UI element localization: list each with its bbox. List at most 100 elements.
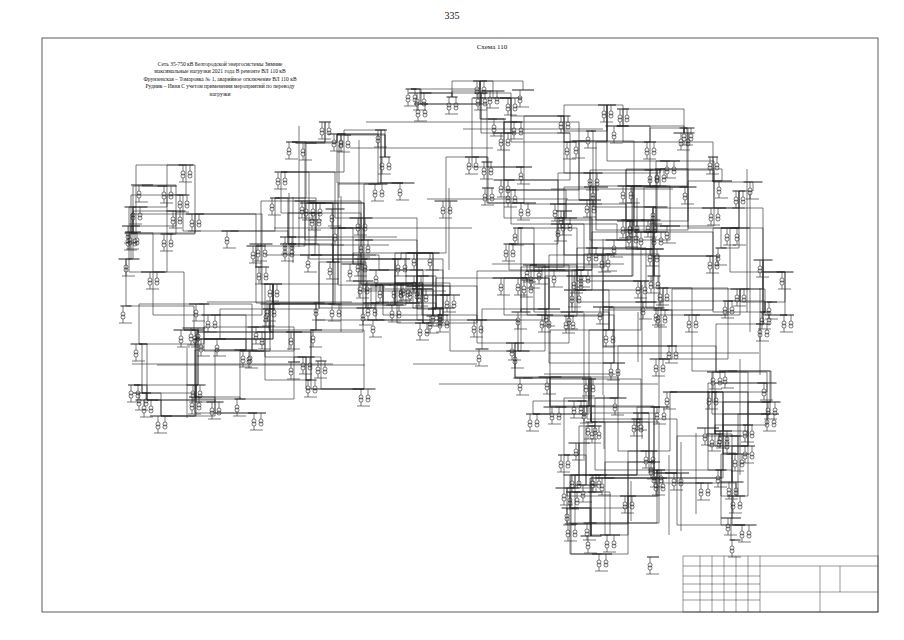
bus-bar bbox=[526, 431, 539, 432]
transformer-winding bbox=[703, 437, 707, 441]
tap-line bbox=[270, 297, 271, 301]
tap-line bbox=[139, 406, 140, 410]
tap-line bbox=[181, 330, 182, 336]
tap-line bbox=[398, 272, 399, 276]
bus-bar bbox=[584, 148, 597, 149]
bus-bar bbox=[439, 218, 452, 219]
tap-line bbox=[365, 218, 366, 224]
transformer-winding bbox=[185, 204, 189, 208]
transformer-winding bbox=[579, 285, 583, 289]
bus-bar bbox=[563, 159, 576, 160]
tap-line bbox=[728, 518, 729, 524]
tap-line bbox=[415, 89, 416, 95]
tap-line bbox=[646, 464, 647, 468]
transformer-winding bbox=[758, 269, 762, 273]
tap-line bbox=[613, 330, 614, 336]
tap-line bbox=[606, 330, 607, 336]
tap-line bbox=[375, 197, 376, 201]
transformer-winding bbox=[492, 128, 496, 132]
tap-line bbox=[733, 509, 734, 513]
transformer-winding bbox=[254, 336, 258, 340]
bus-bar bbox=[299, 160, 312, 161]
tap-line bbox=[718, 483, 719, 487]
tap-line bbox=[183, 165, 184, 171]
bus-bar bbox=[647, 293, 660, 294]
tap-line bbox=[292, 237, 293, 243]
bus-bar bbox=[715, 198, 728, 199]
bus-bar bbox=[647, 557, 659, 558]
tap-line bbox=[330, 262, 331, 268]
tap-line bbox=[443, 214, 444, 218]
tap-line bbox=[380, 298, 381, 302]
tap-line bbox=[158, 429, 159, 433]
tap-line bbox=[658, 276, 659, 282]
transformer-winding bbox=[659, 241, 663, 245]
tap-line bbox=[157, 272, 158, 278]
tap-line bbox=[249, 364, 250, 368]
tap-line bbox=[469, 170, 470, 174]
tap-line bbox=[705, 441, 706, 445]
tap-line bbox=[508, 98, 509, 104]
tap-line bbox=[530, 427, 531, 431]
tap-line bbox=[575, 524, 576, 530]
tap-line bbox=[583, 498, 584, 502]
transformer-winding bbox=[725, 440, 729, 444]
tap-line bbox=[515, 228, 516, 234]
tap-line bbox=[414, 276, 415, 282]
tap-line bbox=[450, 201, 451, 207]
tap-line bbox=[424, 93, 425, 99]
bus-bar bbox=[436, 332, 449, 333]
tap-line bbox=[449, 97, 450, 103]
tap-line bbox=[254, 426, 255, 430]
tap-line bbox=[376, 270, 377, 276]
transformer-winding bbox=[707, 401, 711, 405]
bus-bar bbox=[595, 571, 608, 572]
transformer-winding bbox=[452, 304, 456, 308]
bus-bar bbox=[299, 374, 312, 375]
bus-bar bbox=[308, 230, 321, 231]
transformer-winding bbox=[609, 114, 613, 118]
tap-line bbox=[752, 446, 753, 452]
transformer-winding bbox=[592, 209, 596, 213]
transformer-winding bbox=[178, 204, 182, 208]
transformer-winding bbox=[738, 505, 742, 509]
bus-bar bbox=[585, 265, 598, 266]
transformer-winding bbox=[565, 151, 569, 155]
tap-line bbox=[506, 244, 507, 250]
transformer-winding bbox=[198, 394, 202, 398]
tap-line bbox=[332, 304, 333, 310]
tap-line bbox=[146, 393, 147, 399]
tap-line bbox=[332, 317, 333, 321]
bus-bar bbox=[619, 238, 632, 239]
tap-line bbox=[604, 118, 605, 122]
tap-line bbox=[588, 549, 589, 553]
tap-line bbox=[767, 324, 768, 330]
tap-line bbox=[361, 402, 362, 406]
tap-line bbox=[447, 295, 448, 301]
bus-bar bbox=[396, 200, 409, 201]
transformer-winding bbox=[574, 150, 578, 154]
transformer-winding bbox=[566, 533, 570, 537]
bus-bar bbox=[625, 247, 638, 248]
tap-line bbox=[427, 323, 428, 329]
tap-line bbox=[667, 405, 668, 409]
transformer-winding bbox=[683, 196, 687, 200]
tap-line bbox=[762, 312, 763, 318]
tap-line bbox=[183, 178, 184, 182]
transformer-winding bbox=[475, 90, 479, 94]
transformer-winding bbox=[162, 243, 166, 247]
transformer-winding bbox=[559, 220, 563, 224]
tap-line bbox=[418, 117, 419, 121]
transformer-winding bbox=[412, 285, 416, 289]
bus-bar bbox=[600, 122, 613, 123]
transformer-winding bbox=[479, 329, 483, 333]
tap-line bbox=[602, 268, 603, 272]
bus-bar bbox=[634, 430, 647, 431]
bus-bar bbox=[738, 542, 751, 543]
tap-line bbox=[417, 93, 418, 99]
transformer-winding bbox=[661, 368, 665, 372]
bus-bar bbox=[233, 416, 246, 417]
bus-bar bbox=[475, 366, 488, 367]
tap-line bbox=[542, 328, 543, 332]
transformer-winding bbox=[687, 324, 691, 328]
